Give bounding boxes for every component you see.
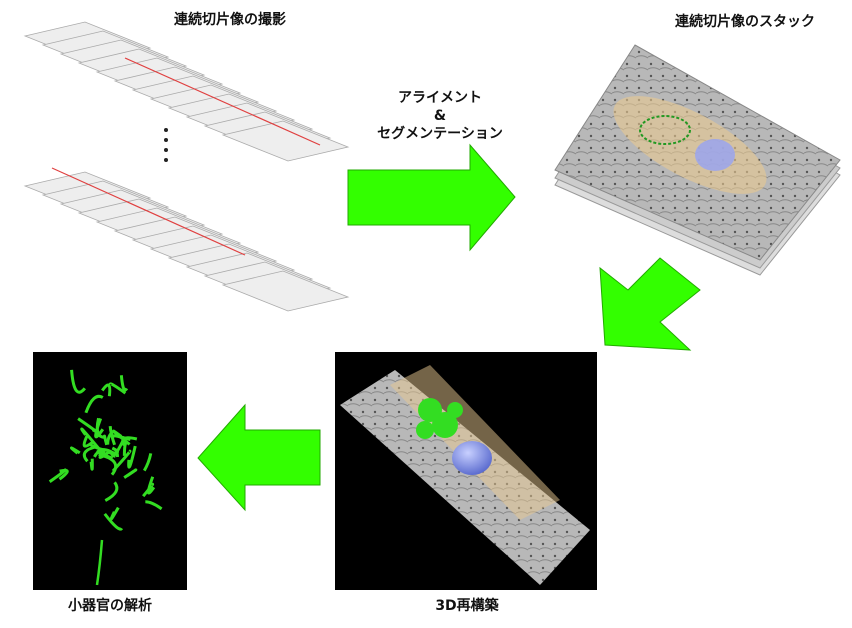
segmentation-label: セグメンテーション xyxy=(377,125,503,142)
organelle-strand xyxy=(58,468,69,481)
organelle-strand xyxy=(123,468,138,479)
ellipsis-dots xyxy=(164,128,168,162)
organelle-strand xyxy=(112,450,120,458)
organelle-strand xyxy=(98,450,111,459)
image-stack xyxy=(554,44,841,276)
organelle-strand xyxy=(108,382,127,395)
organelle-strand xyxy=(142,482,155,498)
alignment-label: アライメント xyxy=(398,90,482,106)
imaging-label: 連続切片像の撮影 xyxy=(174,11,286,28)
organelle-strand xyxy=(103,512,124,531)
organelle-strand xyxy=(142,453,153,472)
reconstruction-label: 3D再構築 xyxy=(435,597,499,614)
serial-sections-top xyxy=(23,21,350,162)
organelle-strand xyxy=(146,476,156,495)
organelle-image xyxy=(33,352,187,590)
organelle-strand xyxy=(111,434,131,442)
organelle-strand xyxy=(89,458,94,471)
organelle-strand xyxy=(70,446,81,455)
stack-label: 連続切片像のスタック xyxy=(675,13,815,30)
organelle-strand xyxy=(119,375,129,392)
right-arrow-icon xyxy=(347,143,516,252)
ampersand-label: & xyxy=(434,108,446,124)
organelle-strand xyxy=(127,445,137,469)
organelle-strand xyxy=(84,394,104,414)
scan-line-bottom xyxy=(51,167,246,256)
organelle-strand xyxy=(77,417,98,433)
organelle-strand xyxy=(70,369,86,394)
organelle-strand xyxy=(104,481,119,502)
reconstruction-image xyxy=(335,352,597,590)
organelle-strand xyxy=(95,417,107,439)
organelle-strand xyxy=(109,506,120,521)
organelle-strand xyxy=(145,500,163,511)
organelle-strand xyxy=(112,429,131,446)
section-slice xyxy=(221,120,350,162)
serial-sections-bottom xyxy=(23,171,350,312)
section-slice xyxy=(221,270,350,312)
scan-line-top xyxy=(124,57,321,146)
left-arrow-icon xyxy=(197,403,321,512)
organelle-strand xyxy=(108,425,116,446)
nucleus-3d xyxy=(452,441,492,475)
organelle-strand xyxy=(101,383,112,397)
nucleus xyxy=(695,139,735,171)
analysis-label: 小器官の解析 xyxy=(68,597,152,614)
down-left-arrow-icon xyxy=(599,257,701,351)
